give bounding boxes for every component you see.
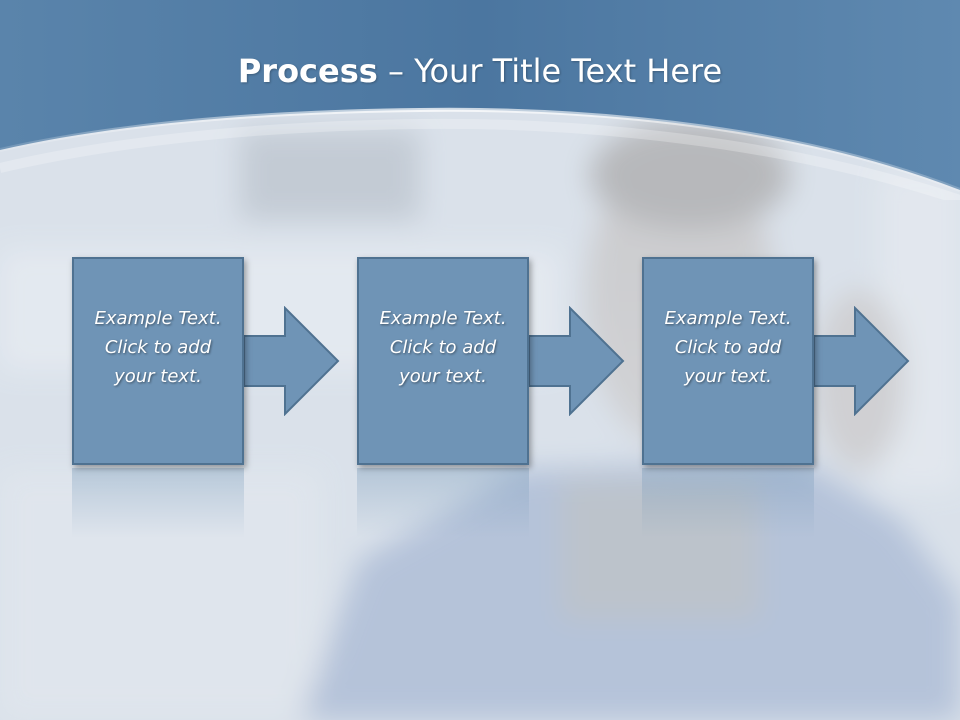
step-text-line: Click to add: [389, 336, 497, 358]
title-bold-part: Process: [237, 52, 378, 90]
step-text: Example Text. Click to add your text.: [368, 304, 518, 391]
header-band: [0, 0, 960, 200]
step-reflection: [642, 468, 814, 538]
page-title[interactable]: Process – Your Title Text Here: [0, 52, 960, 90]
process-step-2[interactable]: Example Text. Click to add your text.: [357, 257, 529, 465]
step-text-line: Example Text.: [94, 307, 222, 329]
step-text-line: Example Text.: [664, 307, 792, 329]
step-text-line: your text.: [114, 365, 202, 387]
step-text-line: Click to add: [674, 336, 782, 358]
title-rest-part: – Your Title Text Here: [377, 52, 723, 90]
step-reflection: [357, 468, 529, 538]
step-text-line: Example Text.: [379, 307, 507, 329]
arrow-right-icon: [528, 306, 625, 416]
arrow-right-icon: [243, 306, 340, 416]
step-text-line: Click to add: [104, 336, 212, 358]
process-step-3[interactable]: Example Text. Click to add your text.: [642, 257, 814, 465]
step-reflection: [72, 468, 244, 538]
step-text-line: your text.: [399, 365, 487, 387]
process-step-1[interactable]: Example Text. Click to add your text.: [72, 257, 244, 465]
step-text: Example Text. Click to add your text.: [83, 304, 233, 391]
step-text: Example Text. Click to add your text.: [653, 304, 803, 391]
arrow-right-icon: [813, 306, 910, 416]
step-text-line: your text.: [684, 365, 772, 387]
